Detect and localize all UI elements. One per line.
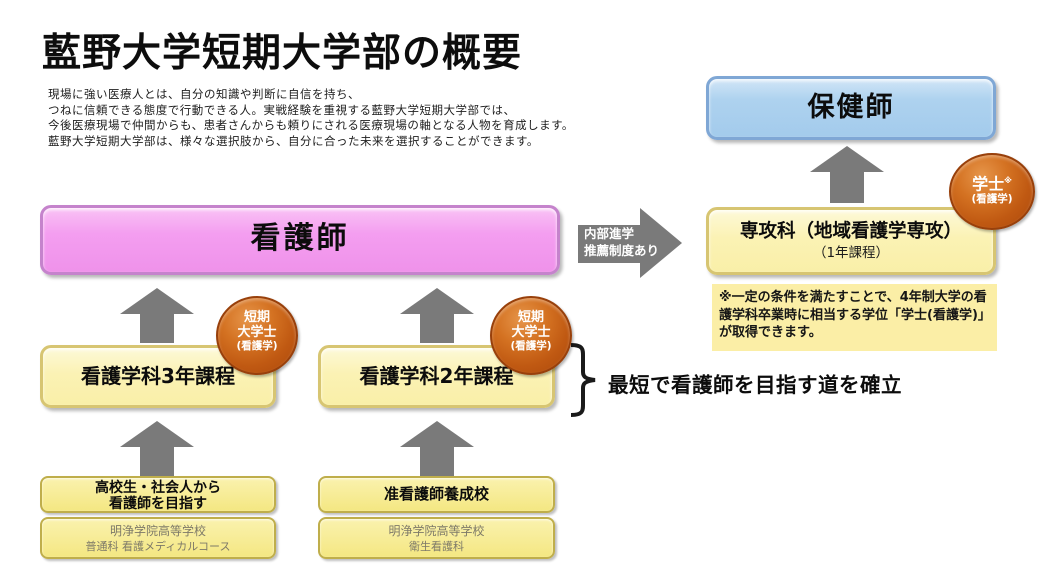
arrow-shaft <box>140 314 174 343</box>
arrow-head-icon <box>640 208 682 278</box>
gakushi-badge-main: 学士※ <box>972 174 1012 194</box>
arrow-head-icon <box>810 146 884 172</box>
arrow-head-icon <box>400 421 474 447</box>
course2-label: 看護学科2年課程 <box>359 364 514 388</box>
page-title: 藍野大学短期大学部の概要 <box>42 30 523 76</box>
arrow-head-icon <box>400 288 474 314</box>
senkoka-sub: （1年課程） <box>812 245 890 261</box>
intro-paragraph: 現場に強い医療人とは、自分の知識や判断に自信を持ち、 つねに信頼できる態度で行動… <box>48 87 574 149</box>
arrow-up-course3-to-kangoshi <box>120 288 194 343</box>
kangoshi-box: 看護師 <box>40 205 560 275</box>
tanki-daigakushi-badge-right: 短期 大学士 (看護学) <box>490 296 572 375</box>
arrow-shaft <box>420 314 454 343</box>
hokenshi-label: 保健師 <box>807 92 895 123</box>
course3-box: 看護学科3年課程 <box>40 345 276 408</box>
meijo-eisei-box: 明浄学院高等学校 衛生看護科 <box>318 517 555 559</box>
intro-line-1: 現場に強い医療人とは、自分の知識や判断に自信を持ち、 <box>48 87 360 101</box>
course3-label: 看護学科3年課程 <box>81 364 235 388</box>
senkoka-title: 専攻科（地域看護学専攻） <box>739 221 962 242</box>
arrow-up-senkoka-to-hokenshi <box>810 146 884 203</box>
intro-line-2: つねに信頼できる態度で行動できる人。実戦経験を重視する藍野大学短期大学部では、 <box>48 102 516 117</box>
arrow-up-course2-to-kangoshi <box>400 288 474 343</box>
arrow-shaft <box>578 225 640 263</box>
intro-line-3: 今後医療現場で仲間からも、患者さんからも頼りにされる医療現場の軸となる人物を育成… <box>48 118 574 132</box>
arrow-up-highschool-to-course3 <box>120 421 194 476</box>
junkangoshi-label: 准看護師養成校 <box>383 485 489 503</box>
hokenshi-box: 保健師 <box>706 76 996 140</box>
gakushi-note: ※一定の条件を満たすことで、4年制大学の看護学科卒業時に相当する学位「学士(看護… <box>712 284 997 351</box>
tanki-daigakushi-badge-left: 短期 大学士 (看護学) <box>216 296 298 375</box>
arrow-right-kangoshi-to-senkoka: 内部進学 推薦制度あり <box>578 208 682 278</box>
arrow-head-icon <box>120 288 194 314</box>
arrow-shaft <box>140 447 174 476</box>
arrow-head-icon <box>120 421 194 447</box>
intro-line-4: 藍野大学短期大学部は、様々な選択肢から、自分に合った未来を選択することができます… <box>48 133 539 148</box>
gakushi-badge: 学士※ (看護学) <box>949 153 1035 230</box>
gakushi-badge-sub: (看護学) <box>971 193 1013 206</box>
senkoka-box: 専攻科（地域看護学専攻） （1年課程） <box>706 207 996 275</box>
junkangoshi-box: 准看護師養成校 <box>318 476 555 513</box>
highschool-entry-box: 高校生・社会人から 看護師を目指す <box>40 476 276 513</box>
arrow-shaft <box>830 172 864 203</box>
kangoshi-label: 看護師 <box>250 221 350 256</box>
shortest-path-text: 最短で看護師を目指す道を確立 <box>608 373 902 397</box>
meijo-medical-box: 明浄学院高等学校 普通科 看護メディカルコース <box>40 517 276 559</box>
gakushi-note-marker: ※ <box>1004 176 1012 185</box>
arrow-shaft <box>420 447 454 476</box>
naibu-shingaku-label: 内部進学 推薦制度あり <box>584 226 660 258</box>
brace-icon <box>570 343 596 417</box>
arrow-up-junkan-to-course2 <box>400 421 474 476</box>
